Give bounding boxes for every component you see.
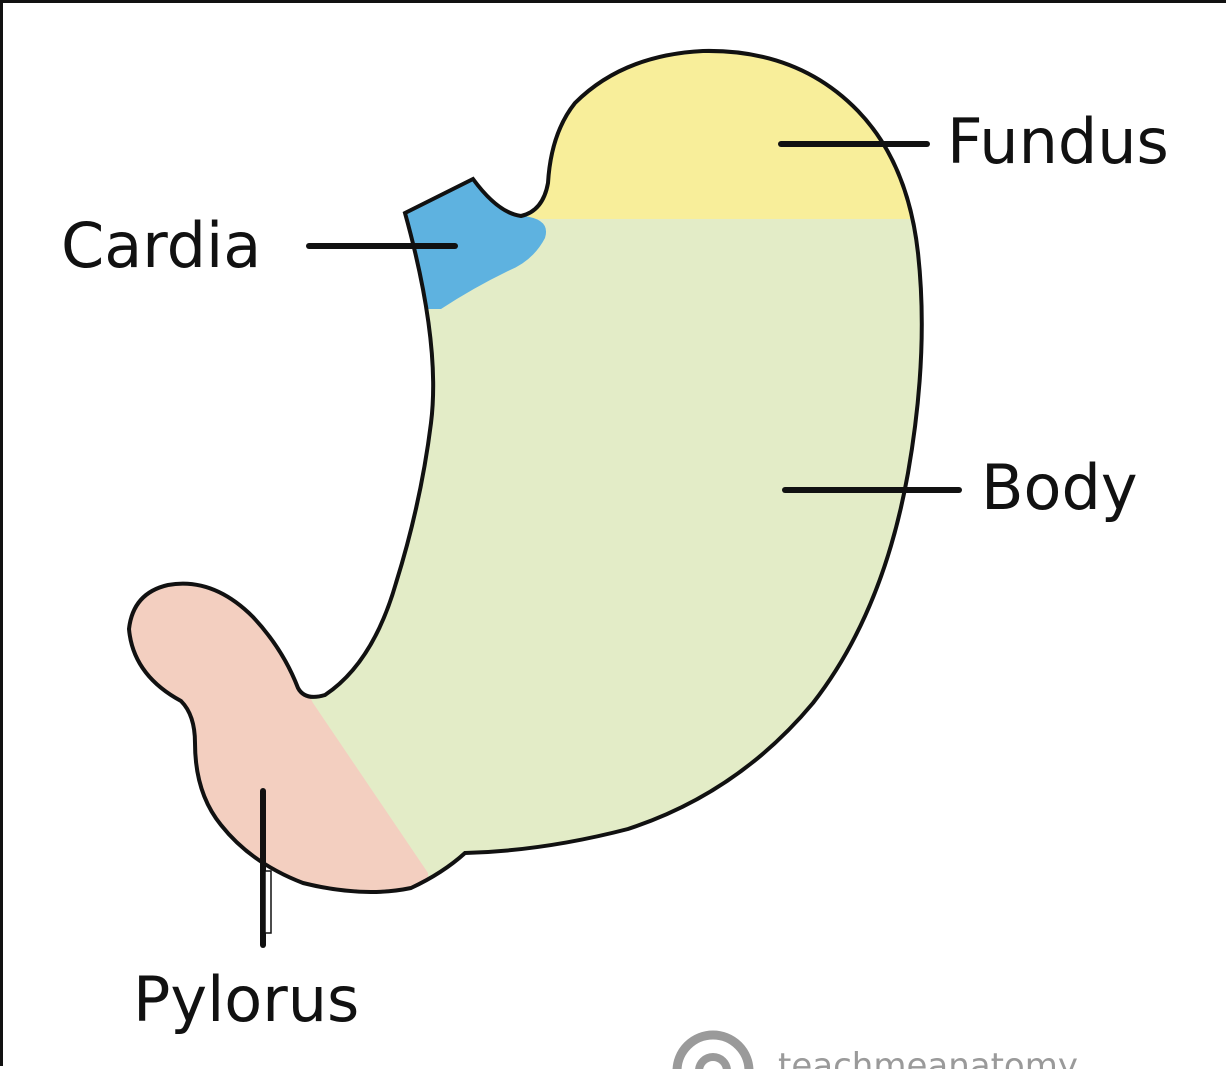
body-label: Body: [981, 451, 1138, 524]
cardia-label: Cardia: [61, 209, 261, 282]
pylorus-leader-highlight: [264, 870, 272, 934]
copyright-logo-icon: [672, 1030, 754, 1069]
watermark-text: teachmeanatomy: [778, 1046, 1078, 1069]
stomach-svg: Fundus Cardia Body Pylorus teachmeanatom…: [61, 48, 1169, 1069]
fundus-label: Fundus: [947, 105, 1169, 178]
pylorus-label: Pylorus: [133, 963, 359, 1036]
